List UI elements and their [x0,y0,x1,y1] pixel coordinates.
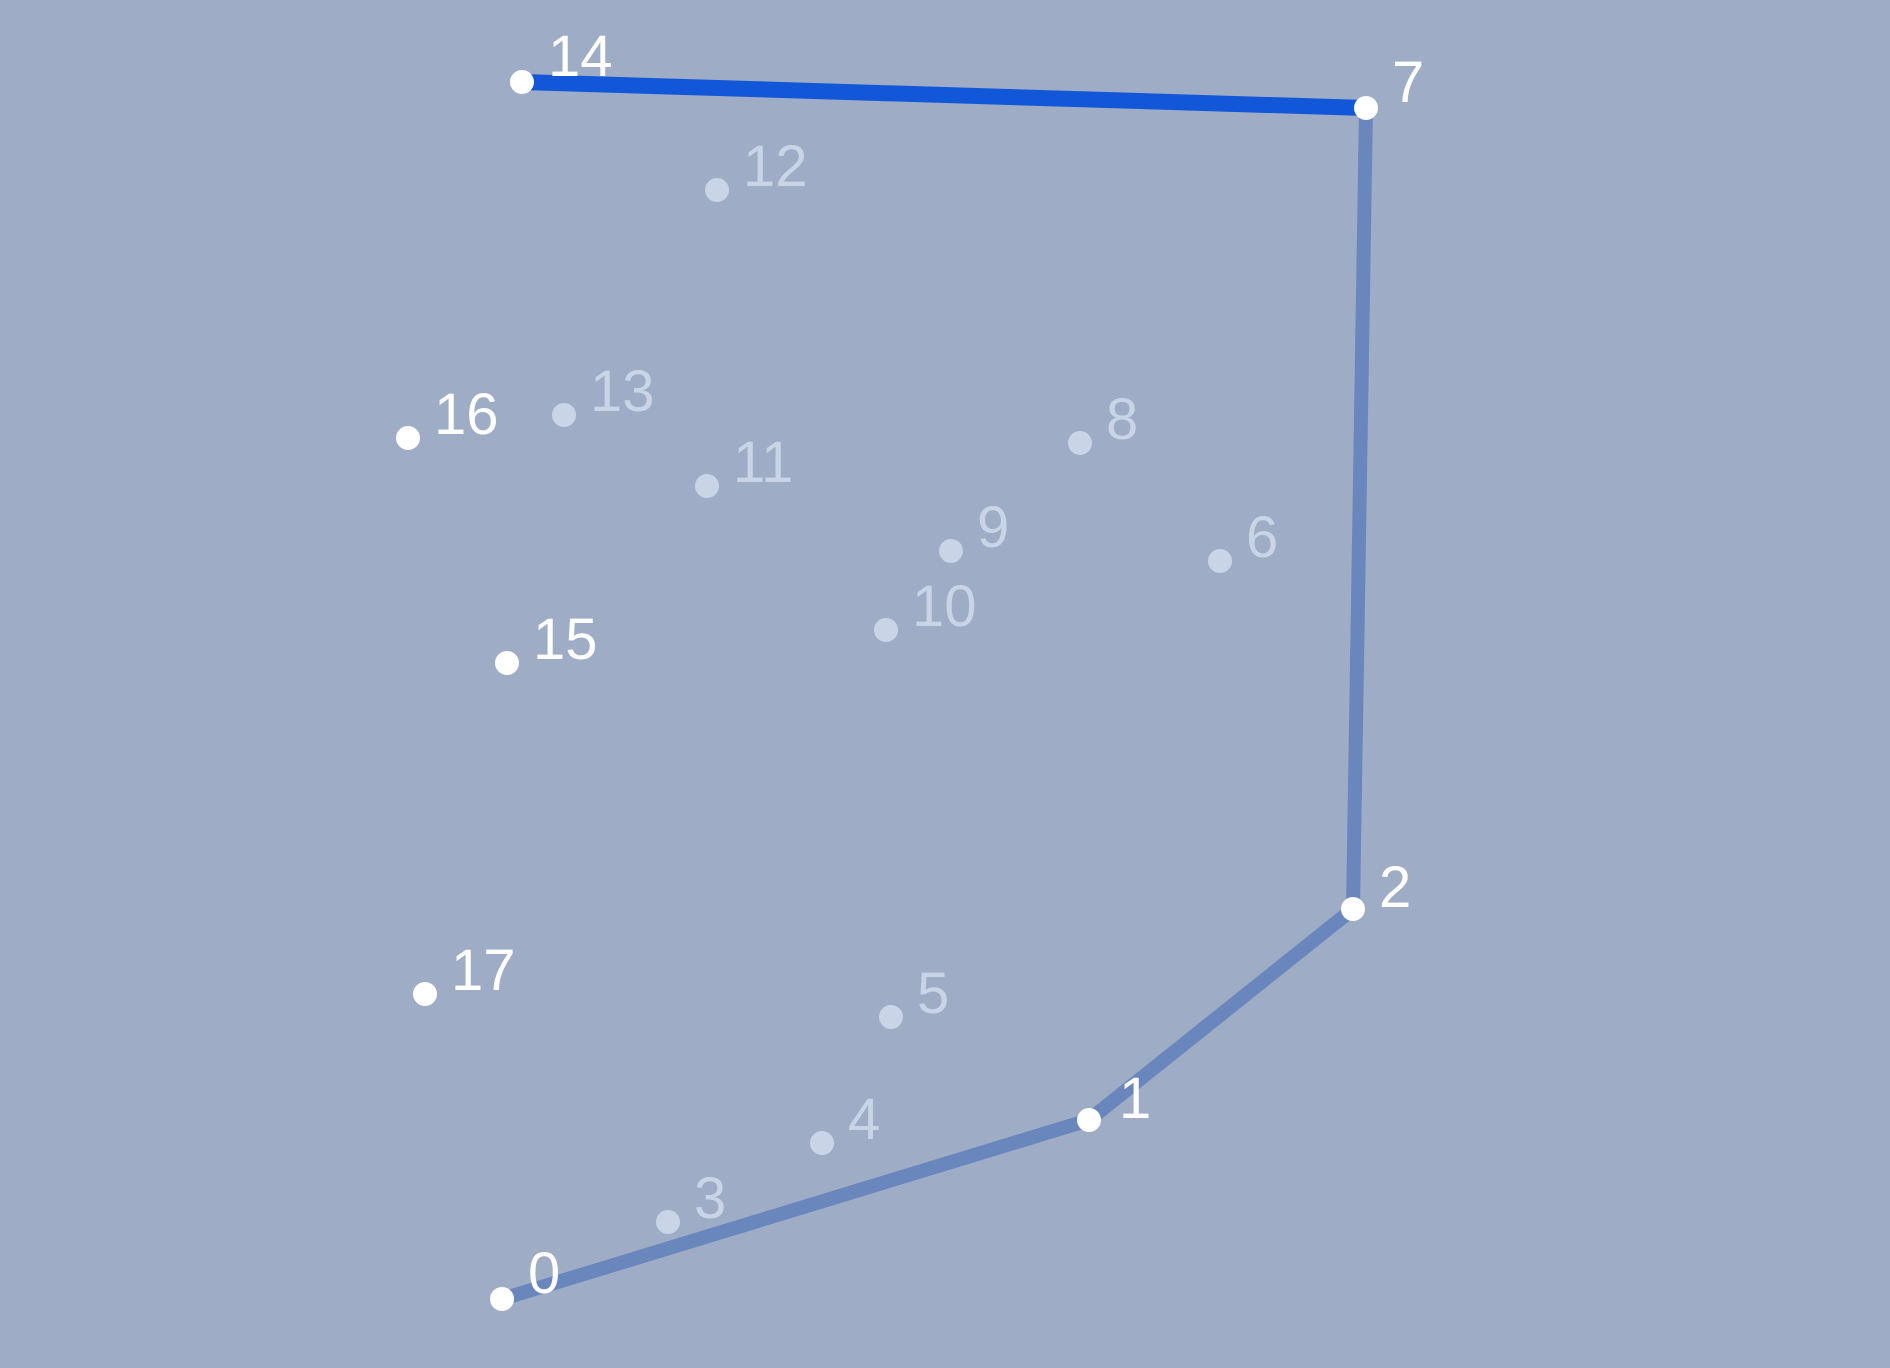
dot-label-17: 17 [451,938,516,1003]
dot-16[interactable] [396,426,420,450]
dot-label-12: 12 [743,134,808,199]
dot-label-2: 2 [1379,855,1411,920]
dot-5[interactable] [879,1005,903,1029]
dot-11[interactable] [695,474,719,498]
dot-15[interactable] [495,651,519,675]
dot-label-10: 10 [912,574,977,639]
dot-label-11: 11 [733,430,793,495]
segment-1-2 [1082,902,1360,1127]
dot-13[interactable] [552,403,576,427]
dot-label-4: 4 [848,1087,880,1152]
dot-label-7: 7 [1392,50,1424,115]
segment-0-1 [495,1113,1096,1306]
segments-layer [495,74,1374,1306]
dot-label-6: 6 [1246,505,1278,570]
dot-17[interactable] [413,982,437,1006]
dot-1[interactable] [1077,1108,1101,1132]
dot-2[interactable] [1341,897,1365,921]
dot-label-16: 16 [434,382,499,447]
dot-6[interactable] [1208,549,1232,573]
dot-8[interactable] [1068,431,1092,455]
dot-14[interactable] [510,70,534,94]
dot-label-9: 9 [977,495,1009,560]
dot-label-3: 3 [694,1166,726,1231]
dot-3[interactable] [656,1210,680,1234]
dot-9[interactable] [939,539,963,563]
dot-12[interactable] [705,178,729,202]
dot-10[interactable] [874,618,898,642]
dot-0[interactable] [490,1287,514,1311]
dot-4[interactable] [810,1131,834,1155]
dot-7[interactable] [1354,96,1378,120]
dot-label-8: 8 [1106,387,1138,452]
dot-label-13: 13 [590,359,655,424]
segment-2-7 [1346,101,1373,916]
dot-label-15: 15 [533,607,598,672]
segment-7-14 [514,74,1374,116]
dot-label-5: 5 [917,961,949,1026]
